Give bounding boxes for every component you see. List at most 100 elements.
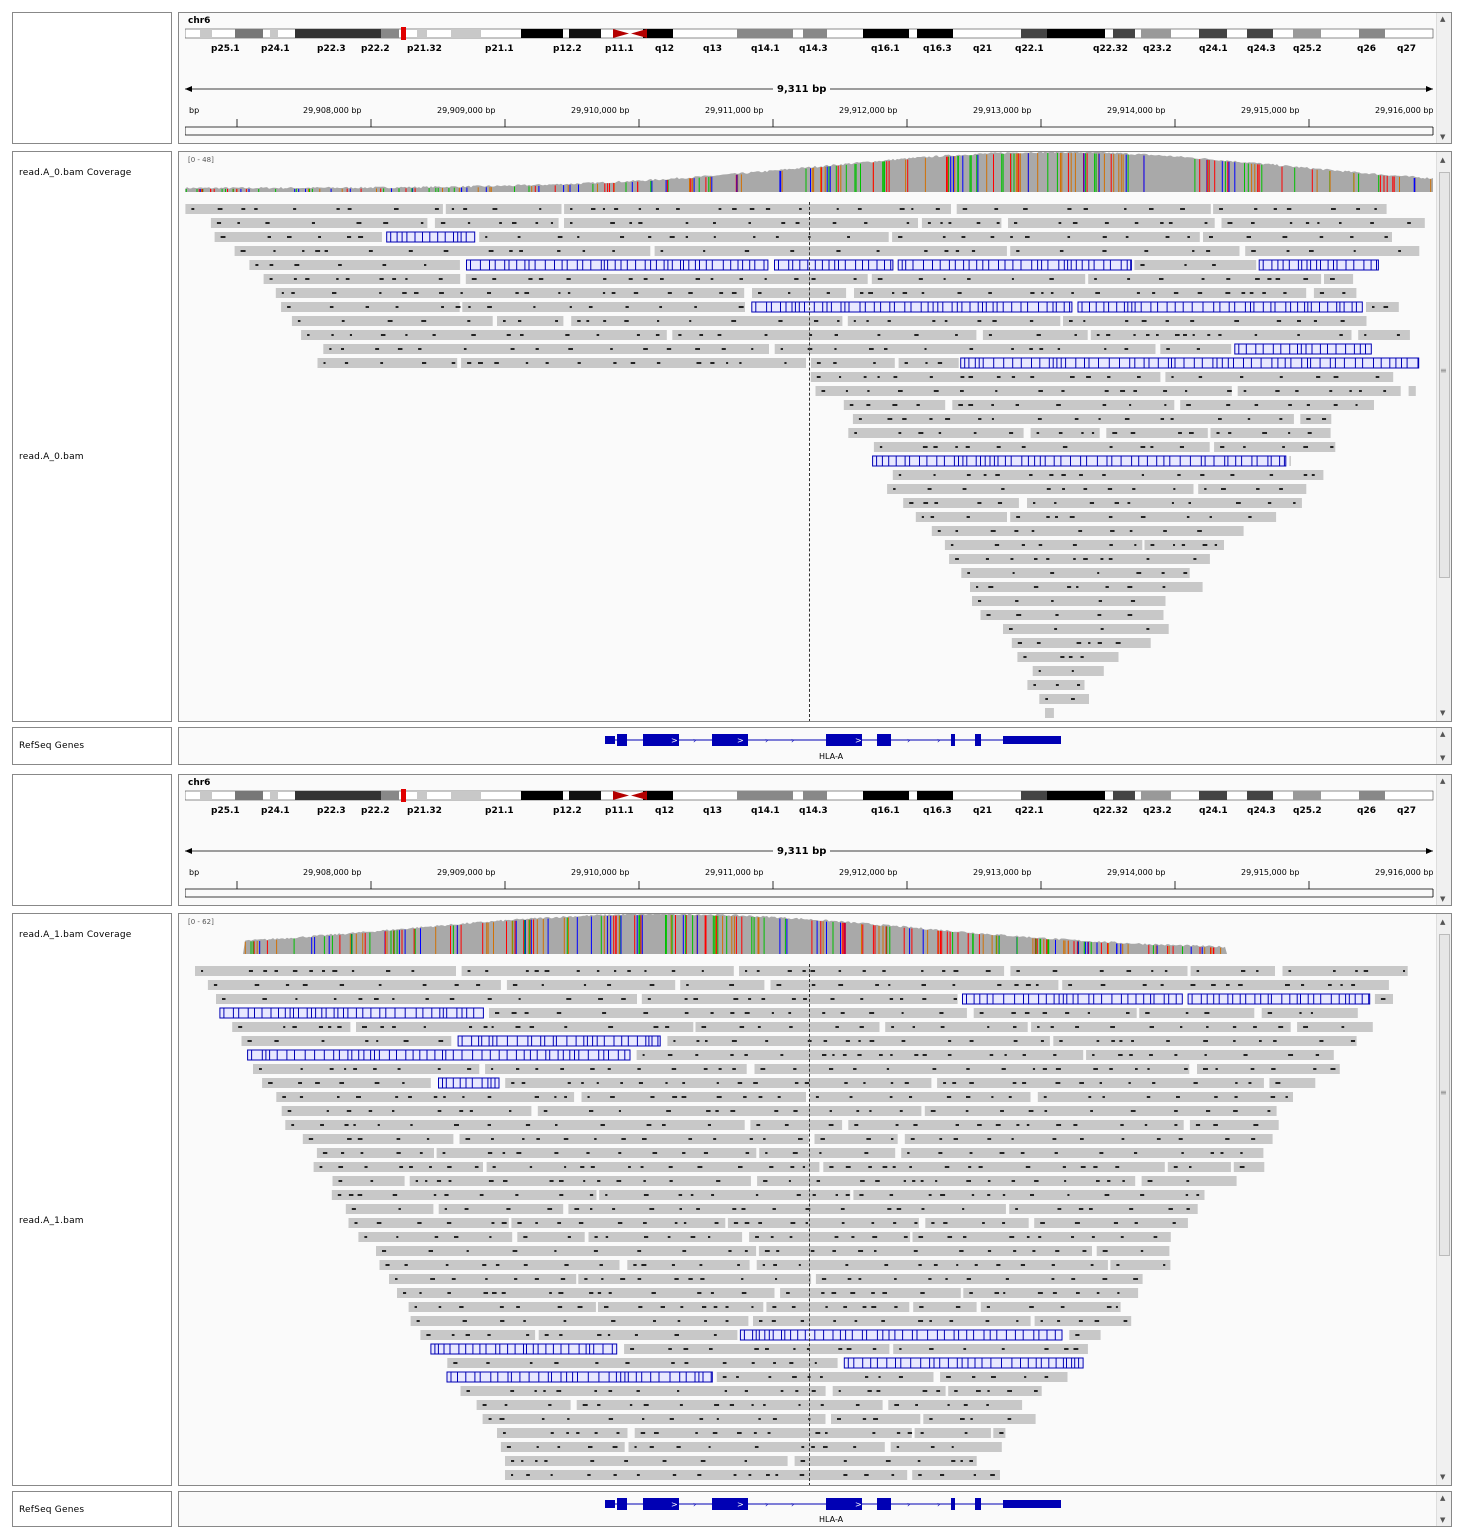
mismatch-dot xyxy=(348,1194,354,1196)
mismatch-dot xyxy=(1125,236,1129,238)
mismatch-dot xyxy=(1094,278,1097,280)
mismatch-dot xyxy=(780,1054,784,1056)
scroll-thumb[interactable] xyxy=(1439,172,1450,578)
gene-scrollbar[interactable]: ▲ ▼ xyxy=(1436,1492,1451,1526)
mismatch-dot xyxy=(495,1264,500,1266)
mismatch-dot xyxy=(557,1222,562,1224)
gene-track-name[interactable]: RefSeq Genes xyxy=(19,741,85,751)
scroll-down-arrow-icon[interactable]: ▼ xyxy=(1440,1473,1446,1481)
gene-track[interactable]: >>>››››› xyxy=(185,728,1435,765)
coverage-track[interactable] xyxy=(185,152,1435,194)
cytoband-label: q13 xyxy=(703,44,722,54)
mismatch-dot xyxy=(535,1222,538,1224)
header-scrollbar[interactable]: ▲ ▼ xyxy=(1436,775,1451,905)
mismatch-dot xyxy=(997,502,1003,504)
mismatch-dot xyxy=(529,1166,533,1168)
cytoband-label: p21.32 xyxy=(407,806,442,816)
scroll-up-arrow-icon[interactable]: ▲ xyxy=(1440,1494,1446,1502)
mismatch-dot xyxy=(643,1194,649,1196)
mismatch-dot xyxy=(877,278,883,280)
mismatch-dot xyxy=(899,1110,903,1112)
mismatch-dot xyxy=(950,544,954,546)
alignment-track-name[interactable]: read.A_1.bam xyxy=(19,1216,84,1226)
cytoband-label: p21.1 xyxy=(485,806,514,816)
alignment-track[interactable] xyxy=(185,964,1435,1486)
scroll-down-arrow-icon[interactable]: ▼ xyxy=(1440,754,1446,762)
mismatch-dot xyxy=(765,1040,769,1042)
coverage-track-name[interactable]: read.A_1.bam Coverage xyxy=(19,930,132,940)
gene-label[interactable]: HLA-A xyxy=(819,1515,844,1524)
header-scrollbar[interactable]: ▲ ▼ xyxy=(1436,13,1451,143)
mismatch-dot xyxy=(914,1054,919,1056)
mismatch-dot xyxy=(834,1236,839,1238)
mismatch-dot xyxy=(921,292,925,294)
mismatch-dot xyxy=(721,348,726,350)
mismatch-dot xyxy=(686,984,689,986)
mismatch-dot xyxy=(1062,446,1068,448)
mismatch-dot xyxy=(620,236,625,238)
mismatch-dot xyxy=(1251,222,1255,224)
scroll-down-arrow-icon[interactable]: ▼ xyxy=(1440,133,1446,141)
scroll-up-arrow-icon[interactable]: ▲ xyxy=(1440,918,1446,926)
mismatch-dot xyxy=(1115,1166,1120,1168)
gene-label[interactable]: HLA-A xyxy=(819,752,844,761)
mismatch-dot xyxy=(554,1250,557,1252)
mismatch-dot xyxy=(1071,1278,1076,1280)
strand-arrow-icon: > xyxy=(737,1500,744,1509)
mismatch-dot xyxy=(512,984,518,986)
gene-exon xyxy=(643,1498,679,1510)
aligned-read xyxy=(912,1470,1000,1480)
mismatch-dot xyxy=(487,1334,491,1336)
scroll-up-arrow-icon[interactable]: ▲ xyxy=(1440,777,1446,785)
aligned-read xyxy=(479,232,889,242)
mismatch-dot xyxy=(557,1446,561,1448)
mismatch-dot xyxy=(877,376,880,378)
alignment-scrollbar[interactable]: ▲ ≡ ▼ xyxy=(1436,152,1451,721)
track-name-box-0: read.A_0.bam Coverage read.A_0.bam xyxy=(12,151,172,722)
aligned-read xyxy=(281,1106,532,1116)
mismatch-dot xyxy=(904,1082,909,1084)
scroll-up-arrow-icon[interactable]: ▲ xyxy=(1440,730,1446,738)
mismatch-dot xyxy=(825,1306,828,1308)
mismatch-dot xyxy=(576,1432,580,1434)
mismatch-dot xyxy=(1134,1222,1138,1224)
coverage-track[interactable] xyxy=(185,914,1435,956)
mismatch-dot xyxy=(1123,1320,1128,1322)
mismatch-dot xyxy=(1012,1082,1017,1084)
gene-track[interactable]: >>>››››› xyxy=(185,1492,1435,1527)
mismatch-dot xyxy=(708,1236,711,1238)
mismatch-dot xyxy=(1081,432,1084,434)
mismatch-dot xyxy=(446,1222,452,1224)
mismatch-dot xyxy=(338,264,342,266)
scroll-up-arrow-icon[interactable]: ▲ xyxy=(1440,156,1446,164)
mismatch-dot xyxy=(630,362,636,364)
gene-track-name[interactable]: RefSeq Genes xyxy=(19,1505,85,1515)
coverage-track-name[interactable]: read.A_0.bam Coverage xyxy=(19,168,132,178)
alignment-track-name[interactable]: read.A_0.bam xyxy=(19,452,84,462)
scroll-thumb[interactable] xyxy=(1439,934,1450,1256)
mismatch-dot xyxy=(387,320,393,322)
soft-clipped-read xyxy=(739,1329,1063,1341)
mismatch-dot xyxy=(438,278,443,280)
mismatch-dot xyxy=(713,1306,718,1308)
scroll-up-arrow-icon[interactable]: ▲ xyxy=(1440,15,1446,23)
aligned-read xyxy=(898,358,959,368)
mismatch-dot xyxy=(574,1208,580,1210)
mismatch-dot xyxy=(919,1306,924,1308)
gene-scrollbar[interactable]: ▲ ▼ xyxy=(1436,728,1451,764)
scroll-down-arrow-icon[interactable]: ▼ xyxy=(1440,895,1446,903)
alignment-scrollbar[interactable]: ▲ ≡ ▼ xyxy=(1436,914,1451,1485)
scroll-down-arrow-icon[interactable]: ▼ xyxy=(1440,1516,1446,1524)
mismatch-dot xyxy=(274,1040,279,1042)
mismatch-dot xyxy=(618,1110,621,1112)
mismatch-dot xyxy=(805,1208,811,1210)
scroll-down-arrow-icon[interactable]: ▼ xyxy=(1440,709,1446,717)
mismatch-dot xyxy=(643,278,648,280)
mismatch-dot xyxy=(560,1278,566,1280)
mismatch-dot xyxy=(1174,1054,1178,1056)
alignment-track[interactable] xyxy=(185,202,1435,722)
